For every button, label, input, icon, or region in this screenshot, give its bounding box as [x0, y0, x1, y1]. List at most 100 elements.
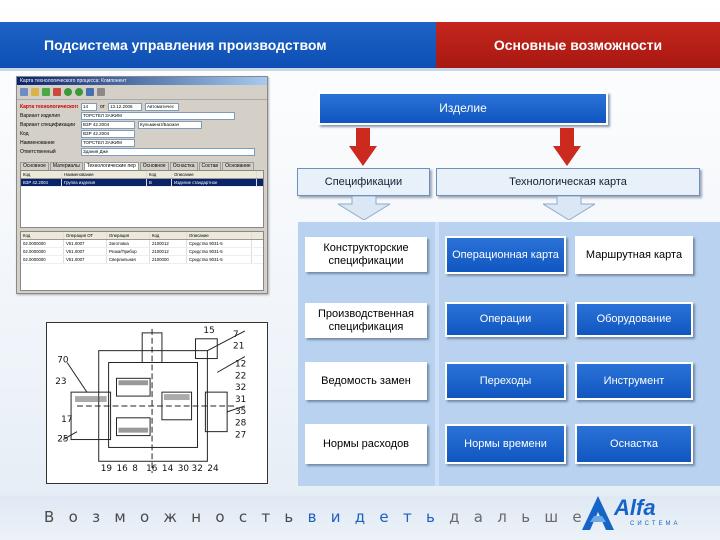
date-from-label: от: [100, 103, 105, 110]
callout: 32: [235, 383, 246, 393]
lower-grid: Код Операция ОТ Операция Код Описание 02…: [20, 231, 264, 291]
responsible-input[interactable]: Здания Дже: [81, 147, 255, 156]
arrow-right-icon[interactable]: [75, 88, 83, 96]
window-tabs: Основное Материалы Технологические пер О…: [20, 162, 264, 170]
arrow-left-icon[interactable]: [64, 88, 72, 96]
header-divider: [0, 68, 720, 71]
field-label: Вариант изделия: [20, 112, 60, 119]
save-icon[interactable]: [20, 88, 28, 96]
grid-icon[interactable]: [86, 88, 94, 96]
col-header[interactable]: Код: [21, 232, 64, 239]
col-header[interactable]: Описание: [172, 171, 257, 178]
cell: V51.0007: [64, 240, 107, 247]
col-header[interactable]: Код: [150, 232, 187, 239]
col-header[interactable]: Операция ОТ: [64, 232, 107, 239]
design-specifications-button[interactable]: Конструкторские спецификации: [305, 237, 427, 272]
header-title-right: Основные возможности: [436, 22, 720, 68]
slogan-part-2: видеть: [307, 508, 450, 526]
spec-variant-extra[interactable]: Кульминат/Басмач: [138, 120, 202, 129]
callout: 14: [162, 464, 174, 474]
mode-select[interactable]: Автоматичес: [144, 102, 179, 111]
callout: 16: [146, 464, 158, 474]
tab-main-2[interactable]: Основное: [139, 162, 169, 170]
table-row[interactable]: ВЗР 42.2004 Группа изделия В Изделие ста…: [21, 179, 263, 187]
table-row[interactable]: 02.0000000 V51.0007 Резка/Прибор 2100012…: [21, 248, 263, 256]
code-input[interactable]: ВЗР 42.2004: [81, 129, 135, 138]
folder-icon[interactable]: [31, 88, 39, 96]
settings-icon[interactable]: [97, 88, 105, 96]
production-specification-button[interactable]: Производственная спецификация: [305, 303, 427, 338]
col-header[interactable]: Описание: [187, 232, 252, 239]
operation-card-button[interactable]: Операционная карта: [445, 236, 566, 274]
callout: 7: [233, 330, 239, 340]
doc-number-input[interactable]: 14: [81, 102, 97, 111]
col-header[interactable]: Операция: [107, 232, 150, 239]
name-input[interactable]: ТОРСТЕЛ ЗАЖИМ: [81, 138, 135, 147]
cell: 02.0000000: [21, 248, 64, 255]
field-label: Наименование: [20, 139, 55, 146]
cell: 2100000: [150, 256, 187, 263]
specifications-header[interactable]: Спецификации: [297, 168, 430, 196]
arrow-down-icon: [349, 128, 377, 166]
tab-materials[interactable]: Материалы: [49, 162, 83, 170]
callout: 25: [57, 435, 68, 445]
cell: 02.0000000: [21, 256, 64, 263]
route-card-button[interactable]: Маршрутная карта: [575, 236, 693, 274]
techmap-header[interactable]: Технологическая карта: [436, 168, 700, 196]
table-row[interactable]: 02.0000000 V51.0007 Сверлильная 2100000 …: [21, 256, 263, 264]
upper-grid: Код Наименование Код Описание ВЗР 42.200…: [20, 170, 264, 228]
callout: 19: [101, 464, 113, 474]
product-node[interactable]: Изделие: [318, 92, 608, 125]
cell: Средство 9031-5: [187, 240, 252, 247]
logo-text: Alfa: [614, 495, 656, 520]
tools-button[interactable]: Инструмент: [575, 362, 693, 400]
tab-base[interactable]: Основание: [222, 162, 254, 170]
callout: 32: [192, 464, 203, 474]
cell: В: [147, 179, 172, 186]
consumption-norms-button[interactable]: Нормы расходов: [305, 424, 427, 464]
callout: 30: [178, 464, 190, 474]
window-titlebar: Карта технологического процесса: Компоне…: [17, 77, 267, 85]
time-norms-button[interactable]: Нормы времени: [445, 424, 566, 464]
header-title-left: Подсистема управления производством: [0, 22, 436, 68]
tab-main[interactable]: Основное: [20, 162, 49, 170]
cell: V51.0007: [64, 248, 107, 255]
tab-composition[interactable]: Состав: [198, 162, 222, 170]
table-row[interactable]: 02.0000000 V51.0007 Заготовка 2100012 Ср…: [21, 240, 263, 248]
tab-tech-transitions[interactable]: Технологические пер: [83, 162, 139, 170]
cell: Средство 9031-5: [187, 256, 252, 263]
field-label: Вариант спецификации: [20, 121, 75, 128]
callout: 31: [235, 395, 246, 405]
cell: Изделие стандартное: [172, 179, 257, 186]
window-form: Карта технологического процесса № 14 от …: [17, 100, 267, 158]
delete-icon[interactable]: [53, 88, 61, 96]
cell: 2100012: [150, 240, 187, 247]
date-input[interactable]: 13.12.2006: [107, 102, 142, 111]
chevron-down-icon: [543, 196, 595, 220]
col-header[interactable]: Код: [21, 171, 62, 178]
callout: 12: [235, 359, 246, 369]
callout: 28: [235, 419, 247, 429]
col-header[interactable]: Наименование: [62, 171, 147, 178]
replacement-list-button[interactable]: Ведомость замен: [305, 362, 427, 400]
cell: Резка/Прибор: [107, 248, 150, 255]
transitions-button[interactable]: Переходы: [445, 362, 566, 400]
field-label: Карта технологического процесса №: [20, 103, 78, 110]
cell: 2100012: [150, 248, 187, 255]
cell: Средство 9031-5: [187, 248, 252, 255]
refresh-icon[interactable]: [42, 88, 50, 96]
window-toolbar: [17, 85, 267, 100]
alfa-logo-icon: [582, 496, 614, 530]
cell: ВЗР 42.2004: [21, 179, 62, 186]
operations-button[interactable]: Операции: [445, 302, 566, 337]
arrow-down-icon: [553, 128, 581, 166]
tab-tooling[interactable]: Оснастка: [169, 162, 198, 170]
col-header[interactable]: Код: [147, 171, 172, 178]
product-variant-input[interactable]: ТОРСТЕЛ ЗАЖИМ: [81, 111, 235, 120]
fixtures-button[interactable]: Оснастка: [575, 424, 693, 464]
callout: 8: [132, 464, 138, 474]
spec-variant-input[interactable]: ВЗР 42.2004: [81, 120, 135, 129]
callout: 35: [235, 407, 246, 417]
slogan-part-1: Возможность: [44, 508, 308, 526]
equipment-button[interactable]: Оборудование: [575, 302, 693, 337]
